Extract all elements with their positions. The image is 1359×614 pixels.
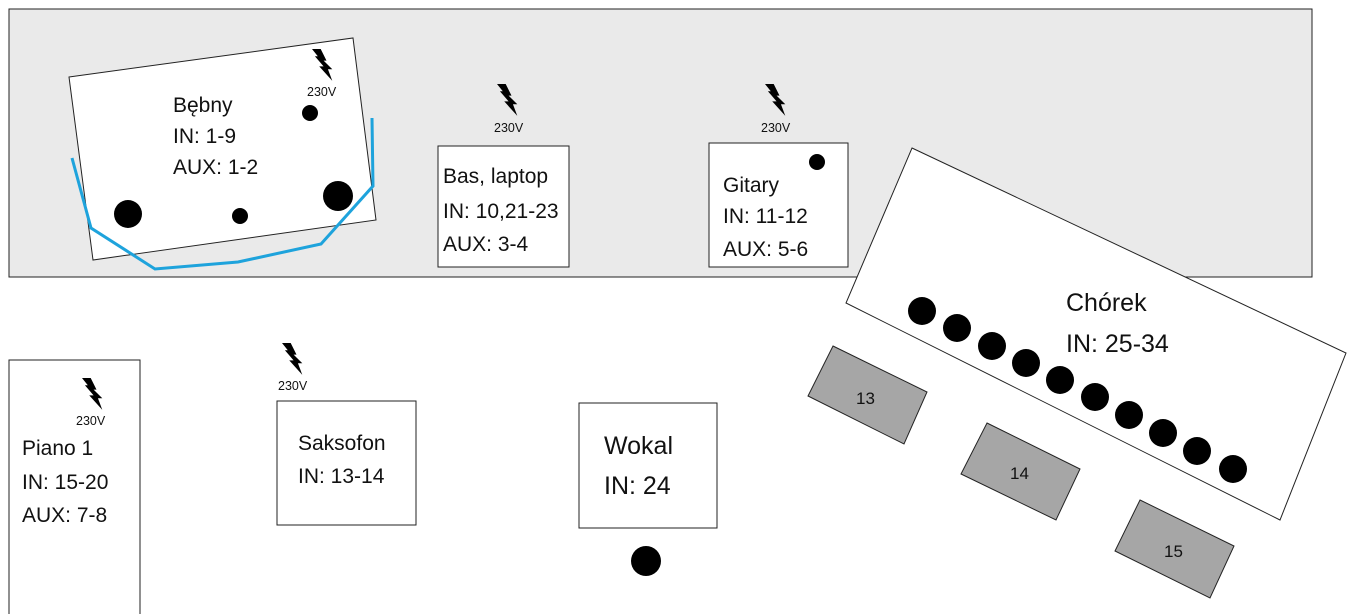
monitor-wedge [807,345,928,445]
monitor-wedge [960,422,1081,521]
monitor-13: 13 [807,345,928,445]
monitor-14: 14 [960,422,1081,521]
piano-area: Piano 1 IN: 15-20 AUX: 7-8 230V [8,359,141,614]
sax-box [276,400,417,526]
drum-mic-large-left [114,200,142,228]
choir-inputs: IN: 25-34 [1066,330,1169,358]
choir-area: Chórek IN: 25-34 [845,147,1347,521]
guitars-inputs: IN: 11-12 [723,205,808,228]
bass-area: Bas, laptop IN: 10,21-23 AUX: 3-4 230V [437,84,570,268]
guitars-area: Gitary IN: 11-12 AUX: 5-6 230V [708,84,849,268]
choir-mic [1046,366,1074,394]
power-label: 230V [76,414,106,428]
choir-mic [908,297,936,325]
sax-area: Saksofon IN: 13-14 230V [276,343,417,526]
drum-mic-large-right [323,181,353,211]
bass-aux: AUX: 3-4 [443,233,529,256]
monitor-label: 13 [856,389,875,408]
guitars-name: Gitary [723,174,780,197]
choir-mic [978,332,1006,360]
choir-mic [1012,349,1040,377]
vocal-mic [631,546,661,576]
drums-name: Bębny [173,94,233,117]
piano-inputs: IN: 15-20 [22,471,108,494]
choir-mic [1183,437,1211,465]
power-label: 230V [494,121,524,135]
bass-box [437,145,570,268]
drum-mic-small-top [302,105,318,121]
drums-aux: AUX: 1-2 [173,156,258,179]
choir-mic [1219,455,1247,483]
guitars-aux: AUX: 5-6 [723,238,808,261]
guitars-box [708,142,849,268]
choir-mic [943,314,971,342]
choir-mic [1149,419,1177,447]
monitor-label: 15 [1164,542,1183,561]
choir-name: Chórek [1066,289,1147,317]
power-icon [282,343,303,375]
piano-aux: AUX: 7-8 [22,504,107,527]
drum-shield [70,117,375,271]
monitor-15: 15 [1114,499,1235,599]
power-label: 230V [761,121,791,135]
sax-name: Saksofon [298,432,386,455]
piano-box [8,359,141,614]
drums-platform [68,37,377,261]
power-label: 230V [307,85,337,99]
guitar-mic [809,154,825,170]
drum-mic-small-center [232,208,248,224]
choir-riser [845,147,1347,521]
vocal-name: Wokal [604,432,673,460]
vocal-box [578,402,718,529]
power-label: 230V [278,379,308,393]
bass-name: Bas, laptop [443,165,548,188]
vocal-area: Wokal IN: 24 [578,402,718,576]
monitor-label: 14 [1010,464,1029,483]
bass-inputs: IN: 10,21-23 [443,200,559,223]
choir-mic [1081,383,1109,411]
sax-inputs: IN: 13-14 [298,465,385,488]
piano-name: Piano 1 [22,437,93,460]
vocal-inputs: IN: 24 [604,472,671,500]
drums-inputs: IN: 1-9 [173,125,236,148]
drums-area: Bębny IN: 1-9 AUX: 1-2 230V [68,37,377,271]
choir-mic [1115,401,1143,429]
monitor-wedge [1114,499,1235,599]
choir-mics [908,297,1247,483]
